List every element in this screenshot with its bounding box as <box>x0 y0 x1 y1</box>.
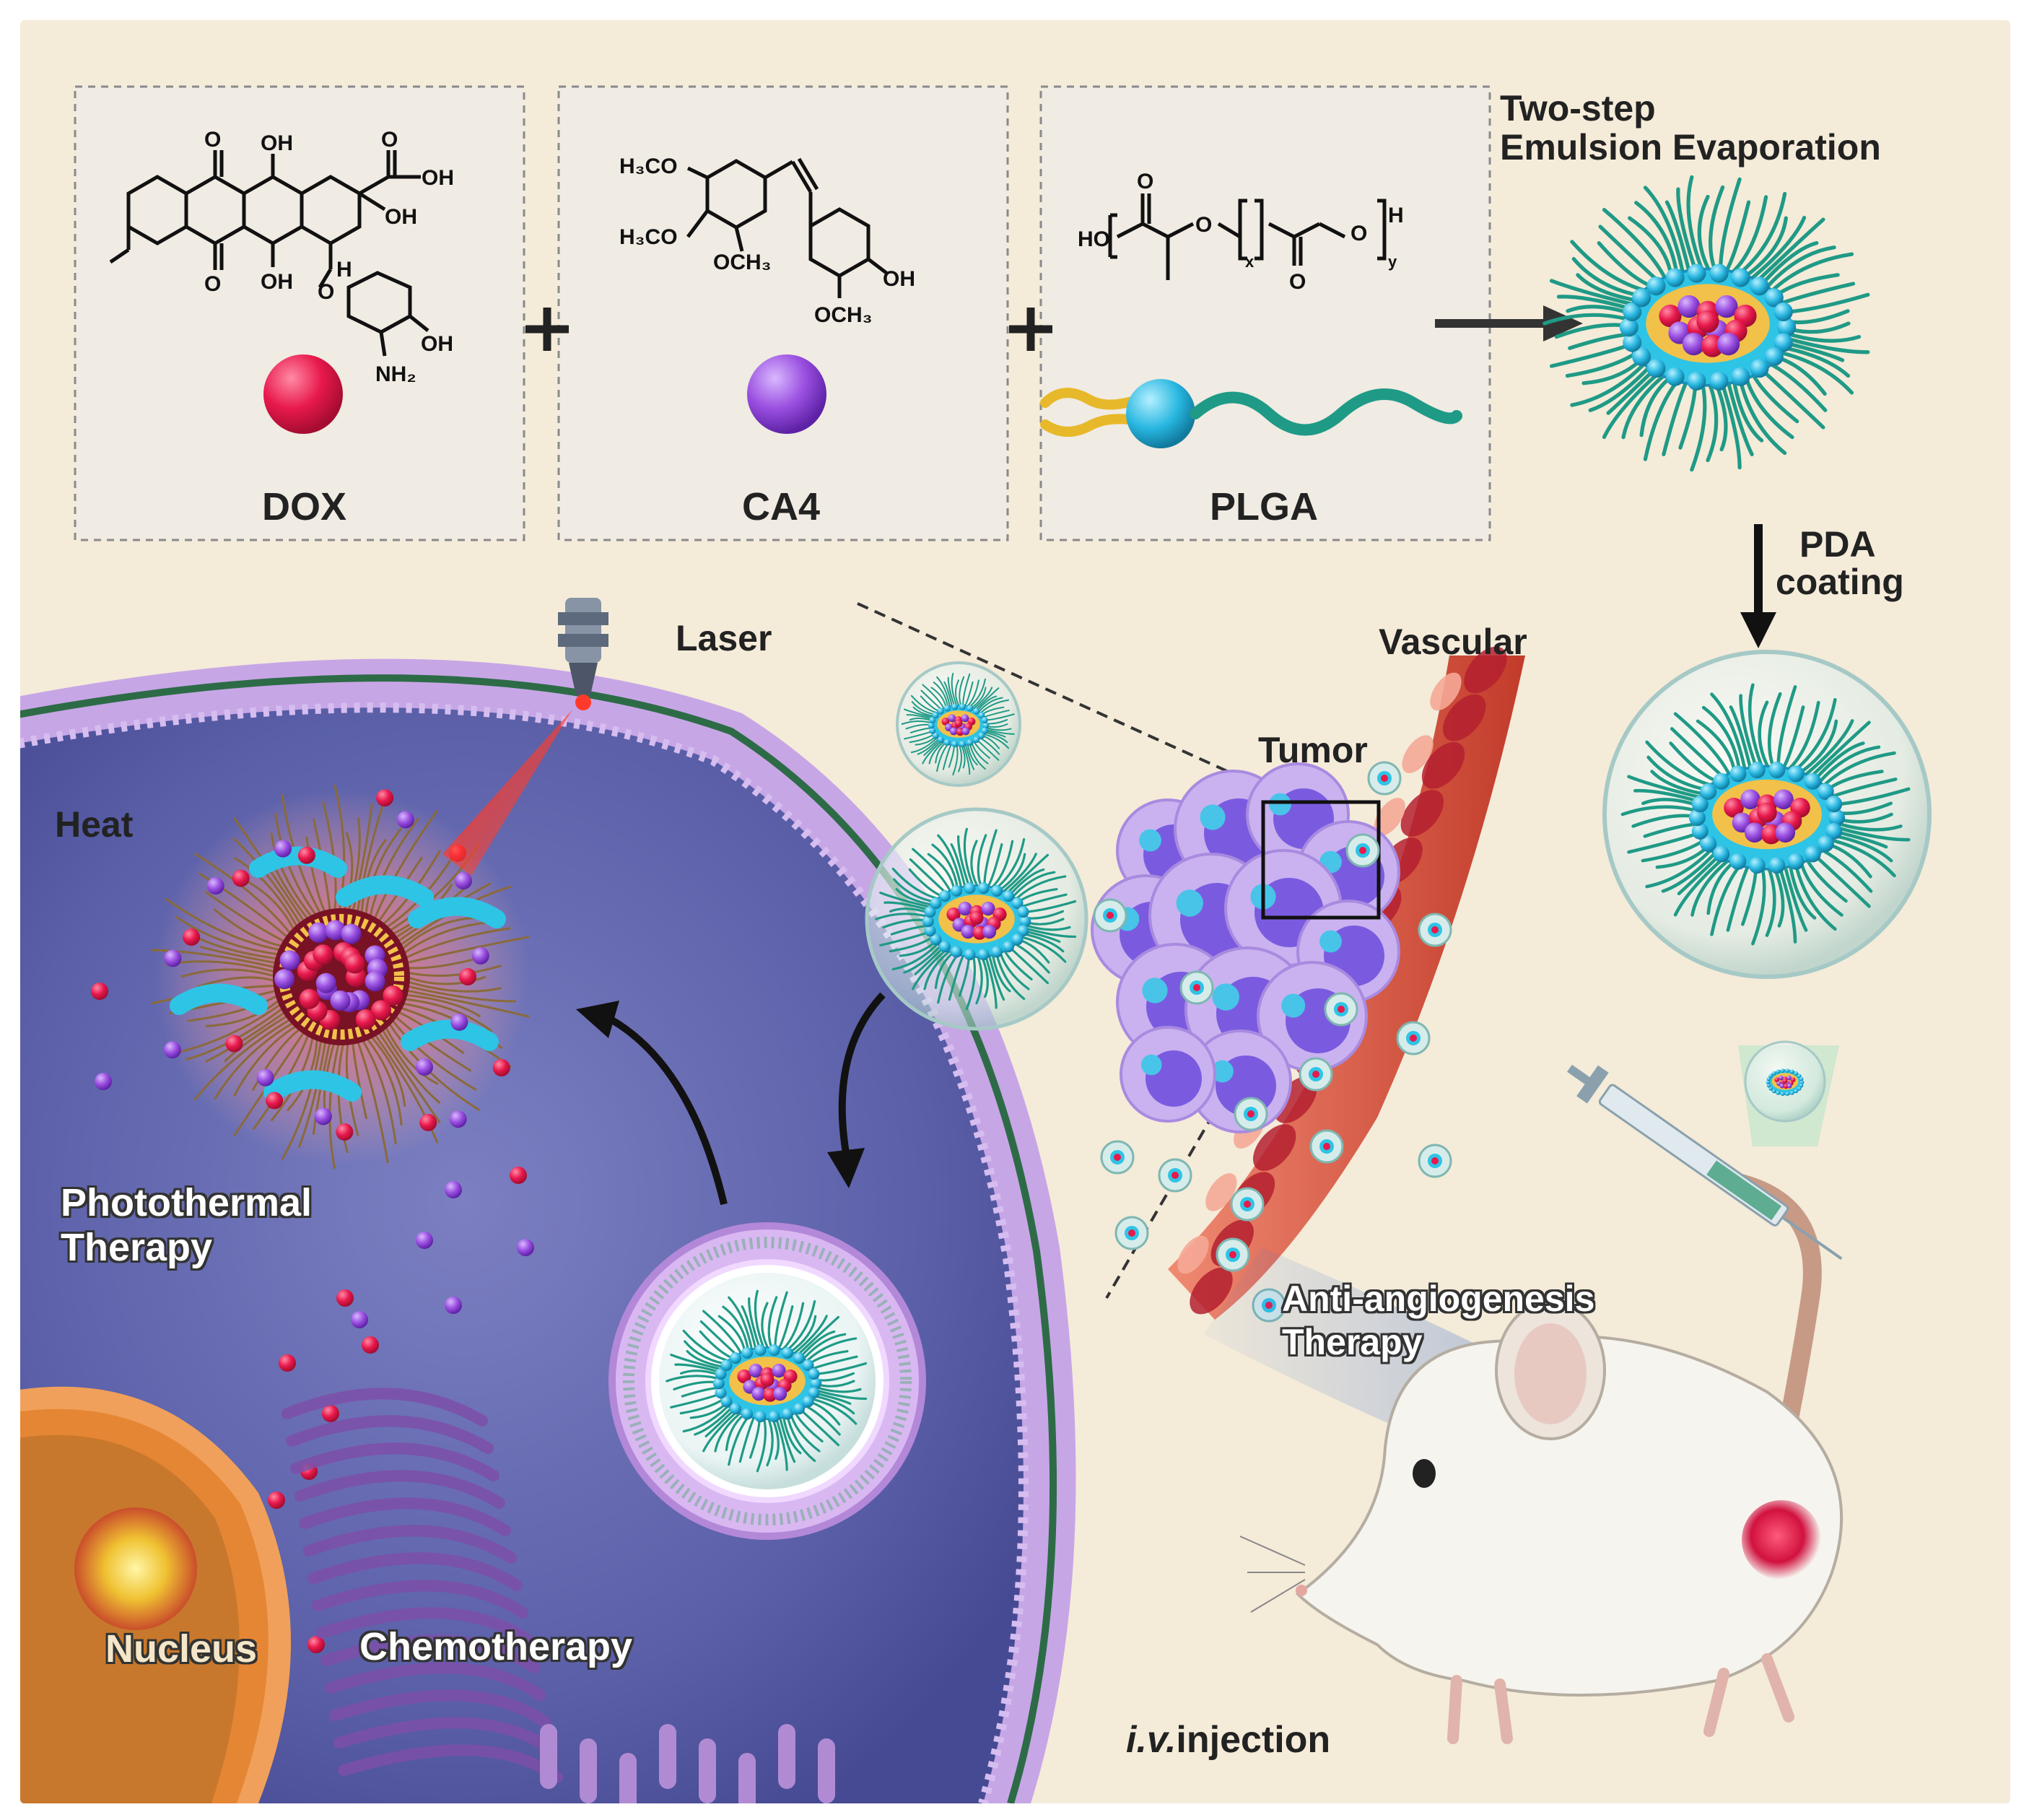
release-arrowhead <box>576 1001 619 1038</box>
zoom-box <box>1261 800 1381 920</box>
coating-label-line1: PDA <box>1799 524 1876 565</box>
dox-structure <box>109 150 429 357</box>
dox-group-label: OH <box>422 166 454 190</box>
nanoparticle-near-syringe <box>1744 1040 1826 1123</box>
plga-group-label: O <box>1137 170 1153 193</box>
laser-label: Laser <box>676 618 772 658</box>
uptake-arrow <box>838 992 886 1158</box>
ca4-label: CA4 <box>742 485 821 528</box>
plga-group-label: O <box>1289 270 1306 294</box>
ca4-group-label: OH <box>883 267 915 291</box>
mouse <box>1239 1173 1843 1744</box>
plga-panel <box>1039 85 1491 541</box>
nucleus <box>20 1386 291 1803</box>
plga-group-label: H <box>1388 204 1404 227</box>
photothermal-label-line1: Photothermal <box>61 1181 313 1224</box>
photothermal-label-line2: Therapy <box>61 1226 213 1269</box>
micelle-graphic <box>1543 175 1870 472</box>
dox-group-label: OH <box>421 332 453 356</box>
dox-group-label: O <box>204 272 221 296</box>
chemotherapy-label: Chemotherapy <box>359 1625 633 1668</box>
dox-group-label: O <box>381 128 398 152</box>
endosome <box>608 1222 926 1540</box>
ca4-group-label: OCH₃ <box>814 303 873 327</box>
tumor-label: Tumor <box>1258 730 1368 770</box>
vascular-label: Vascular <box>1379 622 1527 662</box>
heat-label: Heat <box>55 804 134 845</box>
dox-group-label: NH₂ <box>375 362 416 386</box>
nucleus-label: Nucleus <box>105 1627 258 1671</box>
plga-group-label: y <box>1388 253 1397 271</box>
micelle-graphic <box>875 827 1077 1011</box>
disassembled-nanoparticle <box>151 784 530 1170</box>
synthesis-arrow <box>1435 305 1583 341</box>
dox-group-label: OH <box>261 131 293 155</box>
injection-label-italic: i.v. <box>1126 1719 1177 1761</box>
ca4-sphere <box>747 354 826 434</box>
dox-group-label: O <box>318 280 334 304</box>
figure-background: O OH O OH OH O OH H O OH NH₂ H₃CO H₃CO O… <box>20 20 2010 1803</box>
dox-group-label: O <box>204 128 221 152</box>
plga-group-label: x <box>1245 253 1255 271</box>
method-label-line2: Emulsion Evaporation <box>1500 127 1881 167</box>
uptake-arrowhead <box>827 1148 865 1188</box>
laser-device <box>442 598 608 876</box>
ca4-panel <box>557 85 1009 541</box>
plus-signs <box>525 308 1052 351</box>
plga-label: PLGA <box>1210 485 1319 528</box>
ca4-group-label: H₃CO <box>619 225 678 249</box>
antiangio-label-line1: Anti-angiogenesis <box>1282 1279 1595 1319</box>
release-arrow <box>610 1016 728 1206</box>
membrane-entering-nanoparticle <box>865 807 1088 1031</box>
dox-label: DOX <box>262 485 347 528</box>
plga-group-label: HO <box>1078 227 1110 251</box>
pda-coating-arrow <box>1740 524 1776 648</box>
plga-group-label: O <box>1351 222 1367 245</box>
dox-group-label: OH <box>385 205 417 229</box>
syringe <box>1567 1064 1843 1260</box>
endoplasmic-reticulum <box>282 1388 835 1803</box>
dox-group-label: H <box>336 258 352 282</box>
tumor-cluster <box>1091 762 1400 1133</box>
micelle-graphic <box>1620 683 1911 946</box>
antiangio-label-line2: Therapy <box>1282 1322 1423 1362</box>
dox-panel <box>74 85 525 541</box>
dox-group-label: OH <box>261 270 293 294</box>
method-label-line1: Two-step <box>1500 88 1656 129</box>
coating-label-line2: coating <box>1776 562 1904 602</box>
plga-amphiphile <box>1040 379 1462 448</box>
pda-coated-nanoparticle <box>1602 650 1932 979</box>
plga-structure <box>1108 193 1387 280</box>
micelle-graphic <box>1766 1068 1805 1096</box>
ca4-structure <box>686 157 888 298</box>
injection-label-rest: injection <box>1176 1719 1331 1761</box>
zoom-line <box>857 602 1291 801</box>
ca4-group-label: OCH₃ <box>713 251 772 274</box>
illustration: O OH O OH OH O OH H O OH NH₂ H₃CO H₃CO O… <box>20 85 1932 1803</box>
micelle-graphic <box>666 1289 868 1473</box>
injection-label: i.v.injection <box>1126 1720 1330 1760</box>
dox-sphere <box>263 354 343 434</box>
plga-group-label: O <box>1195 213 1212 237</box>
micelle-graphic <box>901 672 1015 776</box>
ca4-group-label: H₃CO <box>619 154 678 178</box>
free-nanoparticle <box>896 661 1021 787</box>
